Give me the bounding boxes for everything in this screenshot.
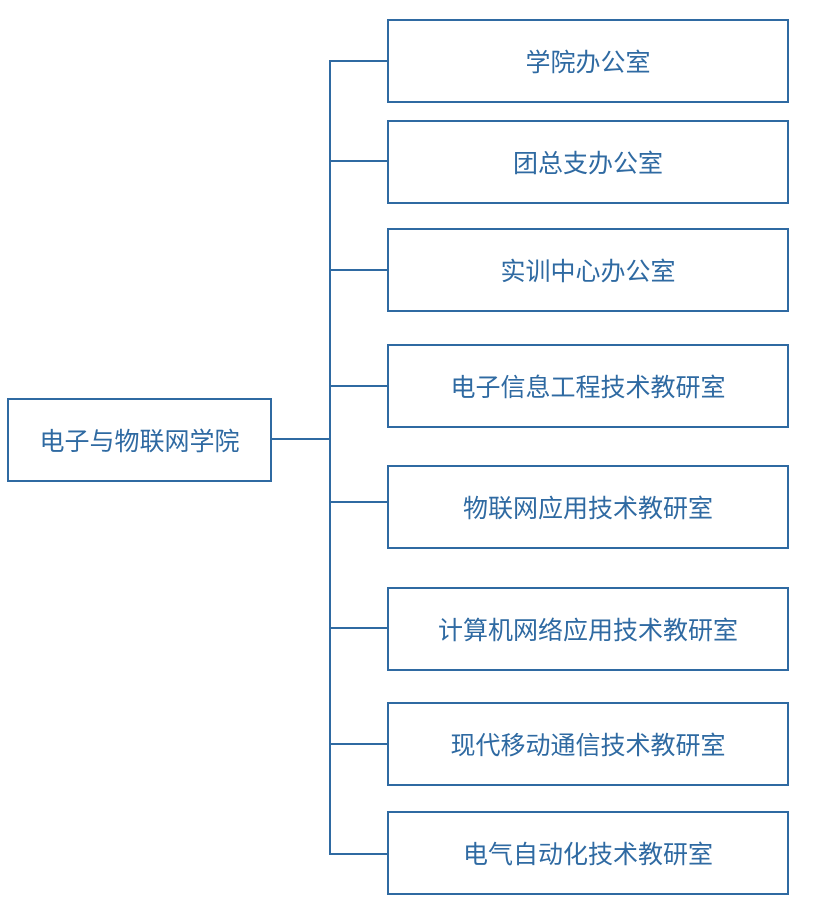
branch-connector xyxy=(329,60,388,62)
root-connector xyxy=(272,438,331,440)
department-label: 物联网应用技术教研室 xyxy=(462,494,713,523)
department-node: 物联网应用技术教研室 xyxy=(387,465,789,549)
branch-connector xyxy=(329,501,388,503)
department-label: 学院办公室 xyxy=(525,48,651,77)
department-node: 实训中心办公室 xyxy=(387,228,789,312)
branch-connector xyxy=(329,743,388,745)
department-label: 计算机网络应用技术教研室 xyxy=(437,616,738,645)
department-label: 电气自动化技术教研室 xyxy=(462,840,713,869)
branch-connector xyxy=(329,160,388,162)
department-node: 电气自动化技术教研室 xyxy=(387,811,789,895)
department-node: 学院办公室 xyxy=(387,19,789,103)
department-node: 现代移动通信技术教研室 xyxy=(387,702,789,786)
branch-connector xyxy=(329,853,388,855)
branch-connector xyxy=(329,385,388,387)
trunk-line xyxy=(329,60,331,855)
branch-connector xyxy=(329,269,388,271)
branch-connector xyxy=(329,627,388,629)
root-node-label: 电子与物联网学院 xyxy=(39,427,240,456)
department-node: 计算机网络应用技术教研室 xyxy=(387,587,789,671)
department-node: 电子信息工程技术教研室 xyxy=(387,344,789,428)
department-label: 现代移动通信技术教研室 xyxy=(450,731,726,760)
department-label: 团总支办公室 xyxy=(512,149,663,178)
root-node: 电子与物联网学院 xyxy=(7,398,272,482)
department-label: 实训中心办公室 xyxy=(500,257,676,286)
department-label: 电子信息工程技术教研室 xyxy=(450,373,726,402)
department-node: 团总支办公室 xyxy=(387,120,789,204)
